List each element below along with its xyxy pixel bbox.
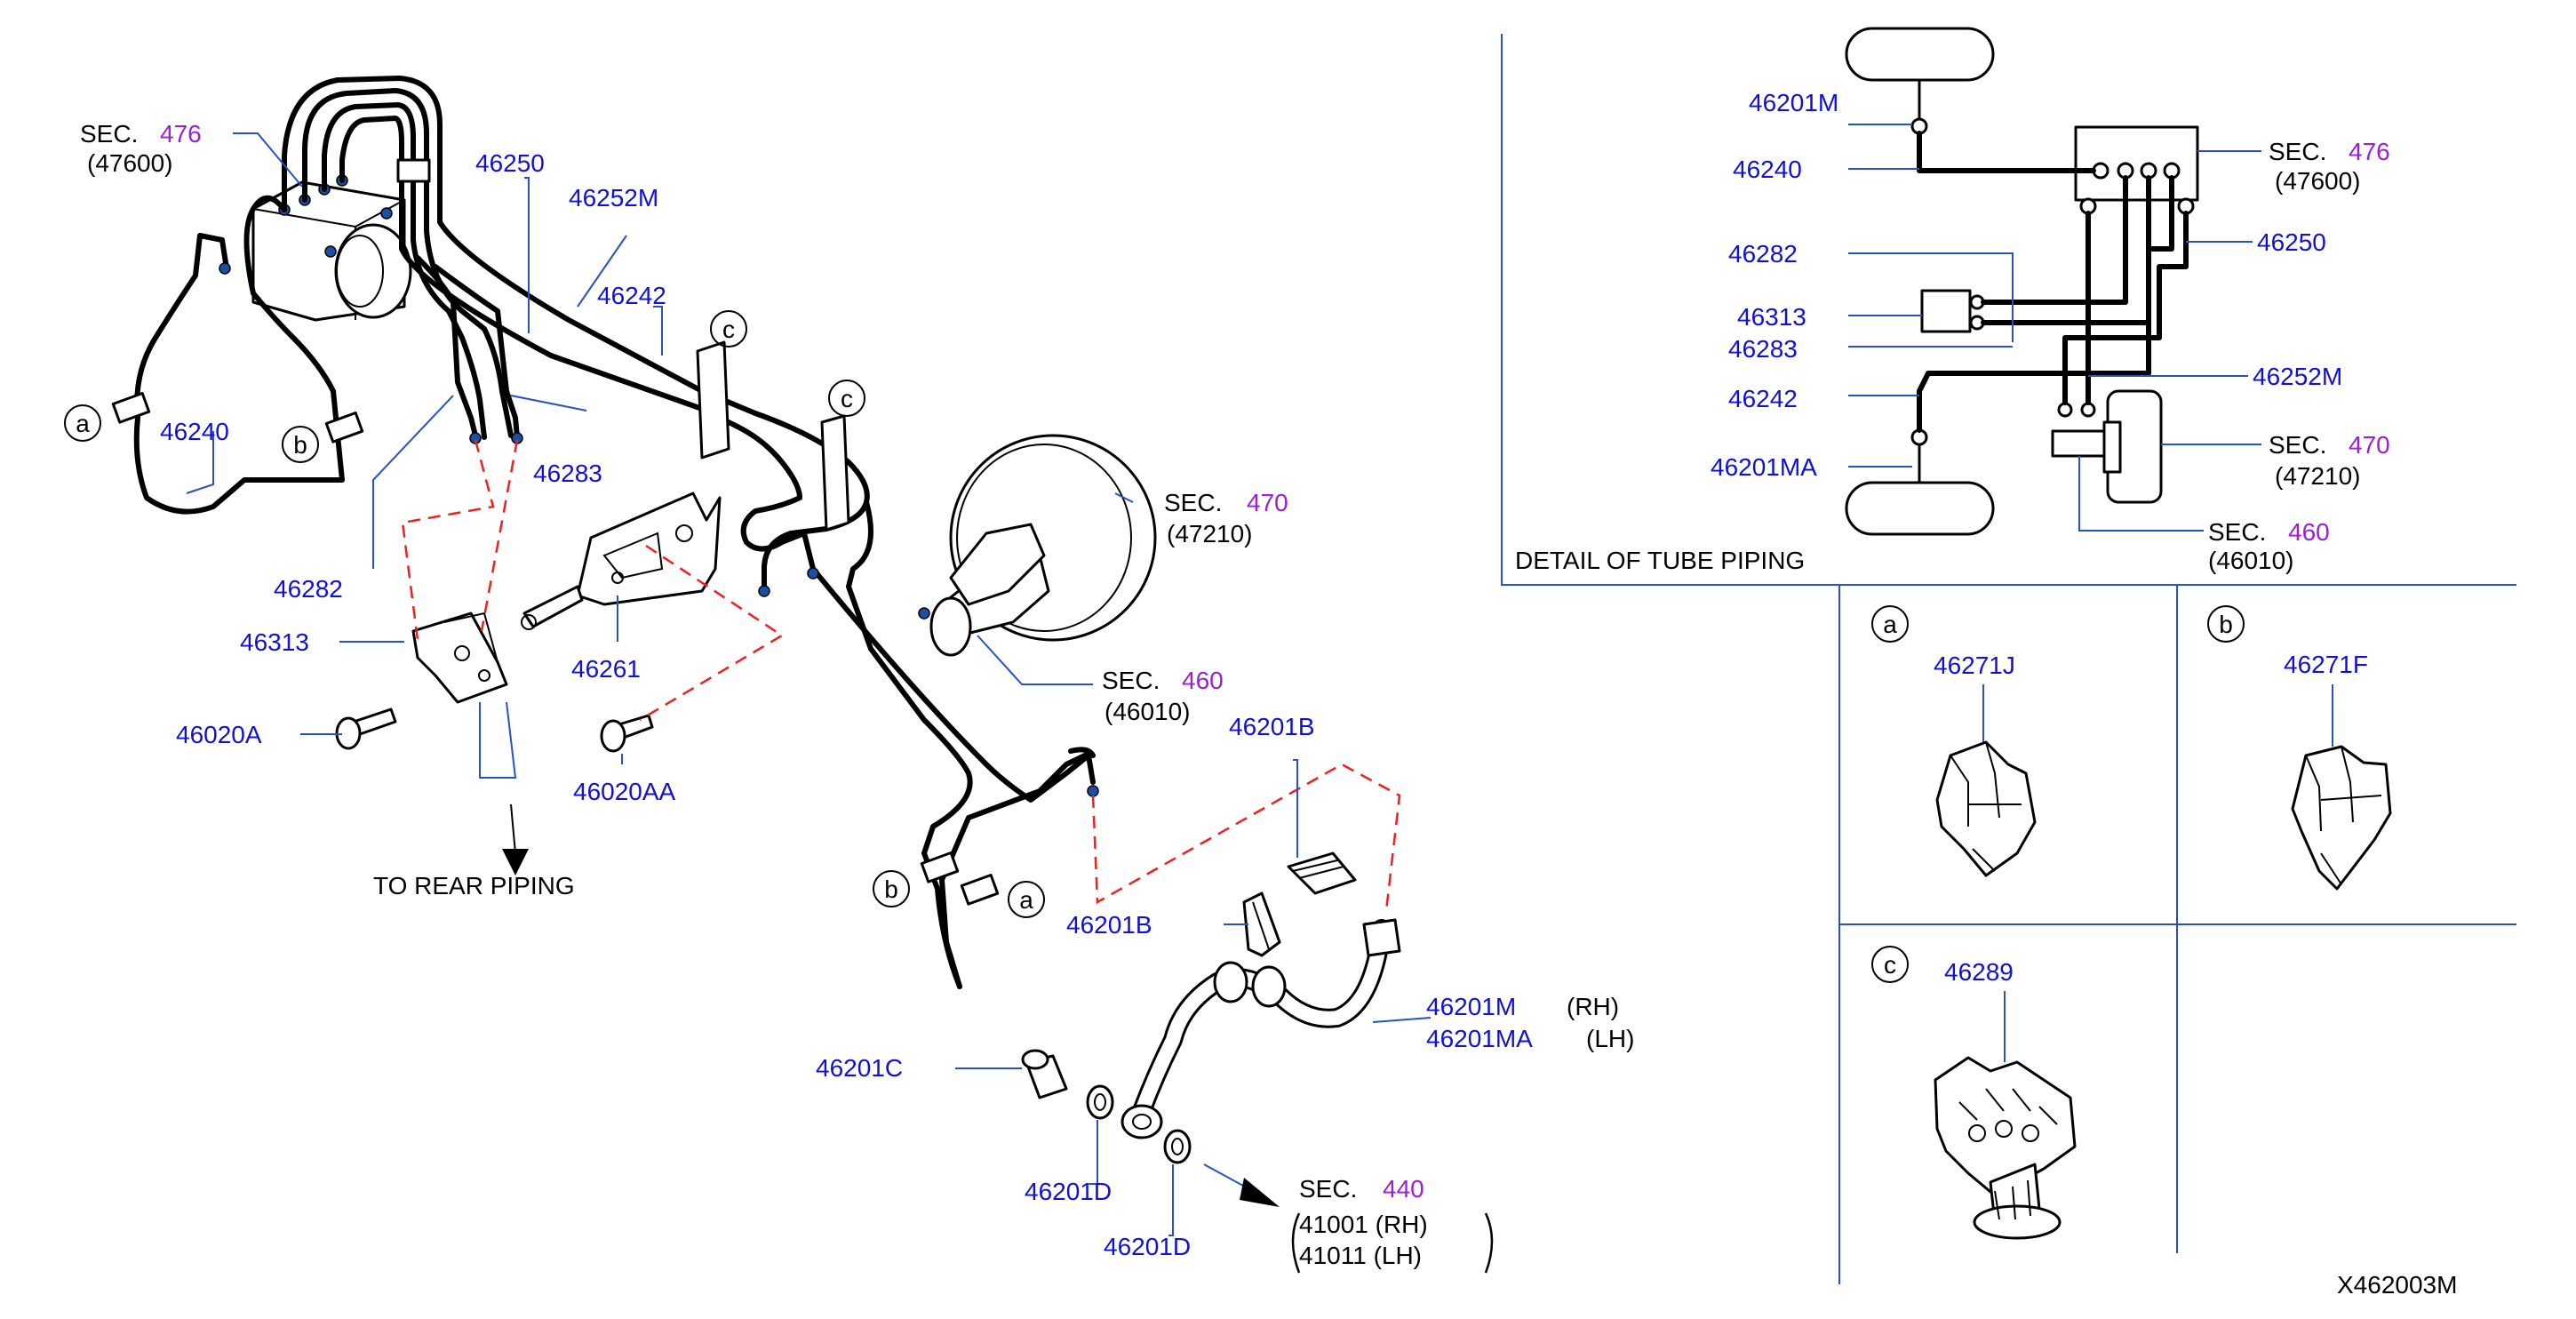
brake-hose [1121, 918, 1401, 1139]
clip-ref-c-1: c [722, 316, 735, 343]
bolt-46020A [335, 707, 397, 750]
clip-panel-c: c 46289 [1871, 946, 2077, 1240]
label-46283: 46283 [533, 460, 602, 487]
clip-panel-c-part: 46289 [1944, 958, 2014, 986]
label-46250: 46250 [475, 149, 545, 177]
label-sec440-num: 440 [1383, 1175, 1424, 1203]
clip-refs [64, 310, 1045, 918]
label-sec476-num: 476 [160, 120, 202, 148]
detail-label-sec460-sub: (46010) [2208, 547, 2294, 574]
tube-46240 [111, 195, 364, 515]
clip-ref-b-1: b [293, 431, 307, 459]
label-sec476: SEC. [80, 120, 138, 148]
label-46201MA: 46201MA [1426, 1025, 1533, 1052]
label-rear-piping: TO REAR PIPING [373, 872, 575, 899]
leader-lines [186, 132, 1432, 1236]
abs-actuator [251, 174, 412, 322]
clip-ref-a-1: a [76, 410, 90, 437]
tube-to-master-cylinder [740, 495, 1099, 989]
connector-46313 [411, 612, 508, 704]
detail-label-sec476-num: 476 [2349, 138, 2390, 165]
label-46201B-1: 46201B [1229, 713, 1315, 740]
detail-label-46242: 46242 [1728, 385, 1798, 412]
detail-label-46282: 46282 [1728, 240, 1798, 268]
label-46242: 46242 [597, 282, 666, 309]
clip-panel-b-part: 46271F [2284, 651, 2368, 678]
detail-label-46201MA: 46201MA [1711, 453, 1817, 481]
detail-label-sec470-sub: (47210) [2275, 462, 2361, 490]
detail-label-sec460-num: 460 [2288, 518, 2330, 546]
detail-label-46252M: 46252M [2253, 363, 2342, 390]
bracket-46261 [521, 492, 722, 630]
label-sec440: SEC. [1299, 1175, 1357, 1203]
phantom-lines [401, 439, 1401, 912]
clip-panel-c-letter: c [1884, 951, 1896, 979]
label-sec470: SEC. [1164, 489, 1222, 516]
clip-ref-a-2: a [1019, 886, 1033, 914]
clip-46201B-upper [1287, 851, 1357, 895]
label-sec460: SEC. [1102, 667, 1160, 694]
detail-label-46283: 46283 [1728, 335, 1798, 363]
detail-label-46313: 46313 [1737, 303, 1806, 331]
detail-label-sec470-num: 470 [2349, 431, 2390, 459]
label-46201D-2: 46201D [1104, 1233, 1191, 1260]
sec440-arrow [1203, 1163, 1494, 1274]
washer-46201D-1 [1086, 1084, 1114, 1120]
detail-label-sec476-sub: (47600) [2275, 167, 2361, 195]
label-sec440-rh: 41001 (RH) [1299, 1211, 1428, 1238]
label-lh: (LH) [1586, 1025, 1634, 1052]
label-46282: 46282 [274, 575, 343, 603]
label-46020AA: 46020AA [573, 778, 676, 805]
clip-panel-b: b 46271F [2207, 605, 2392, 891]
clip-ref-c-2: c [841, 385, 853, 412]
label-46313: 46313 [240, 628, 309, 656]
brake-booster [918, 434, 1157, 657]
clip-panel-a-part: 46271J [1934, 652, 2015, 679]
main-assembly-view: a b c c b a SE [64, 76, 1634, 1274]
detail-label-46240: 46240 [1733, 156, 1802, 183]
clip-46201B-lower [1242, 891, 1281, 957]
label-46240: 46240 [160, 418, 229, 445]
clip-ref-b-2: b [884, 875, 898, 903]
detail-label-sec460: SEC. [2208, 518, 2266, 546]
label-sec440-lh: 41011 (LH) [1299, 1242, 1422, 1269]
clip-panel-a-letter: a [1883, 611, 1897, 638]
label-46252M: 46252M [569, 184, 658, 212]
bolt-46201C [1021, 1049, 1068, 1099]
detail-label-sec470: SEC. [2269, 431, 2326, 459]
rear-piping-arrow [502, 803, 529, 875]
label-sec476-sub: (47600) [87, 149, 173, 177]
clip-c-mounts [696, 340, 850, 532]
diagram-id: X462003M [2337, 1271, 2457, 1299]
detail-label-46201M: 46201M [1749, 89, 1838, 116]
label-46201B-2: 46201B [1066, 911, 1152, 939]
washer-46201D-2 [1163, 1129, 1192, 1164]
label-rh: (RH) [1567, 993, 1619, 1020]
label-sec460-sub: (46010) [1105, 698, 1191, 725]
label-46201D-1: 46201D [1025, 1178, 1112, 1205]
tubes-to-connector [415, 255, 523, 444]
clip-panel-b-letter: b [2219, 611, 2233, 638]
label-46020A: 46020A [176, 721, 262, 748]
detail-label-46250: 46250 [2257, 228, 2326, 256]
label-46201C: 46201C [816, 1054, 903, 1082]
label-46261: 46261 [571, 655, 641, 683]
bolt-46020AA [600, 714, 654, 753]
label-sec470-sub: (47210) [1167, 520, 1253, 548]
clip-panel-a: a 46271J [1871, 605, 2037, 877]
detail-tube-piping: 46201M 46240 46282 46313 46283 46242 462… [1501, 27, 2516, 1284]
detail-label-sec476: SEC. [2269, 138, 2326, 165]
label-sec470-num: 470 [1247, 489, 1288, 516]
label-sec460-num: 460 [1182, 667, 1224, 694]
label-46201M: 46201M [1426, 993, 1516, 1020]
detail-title: DETAIL OF TUBE PIPING [1515, 547, 1805, 574]
